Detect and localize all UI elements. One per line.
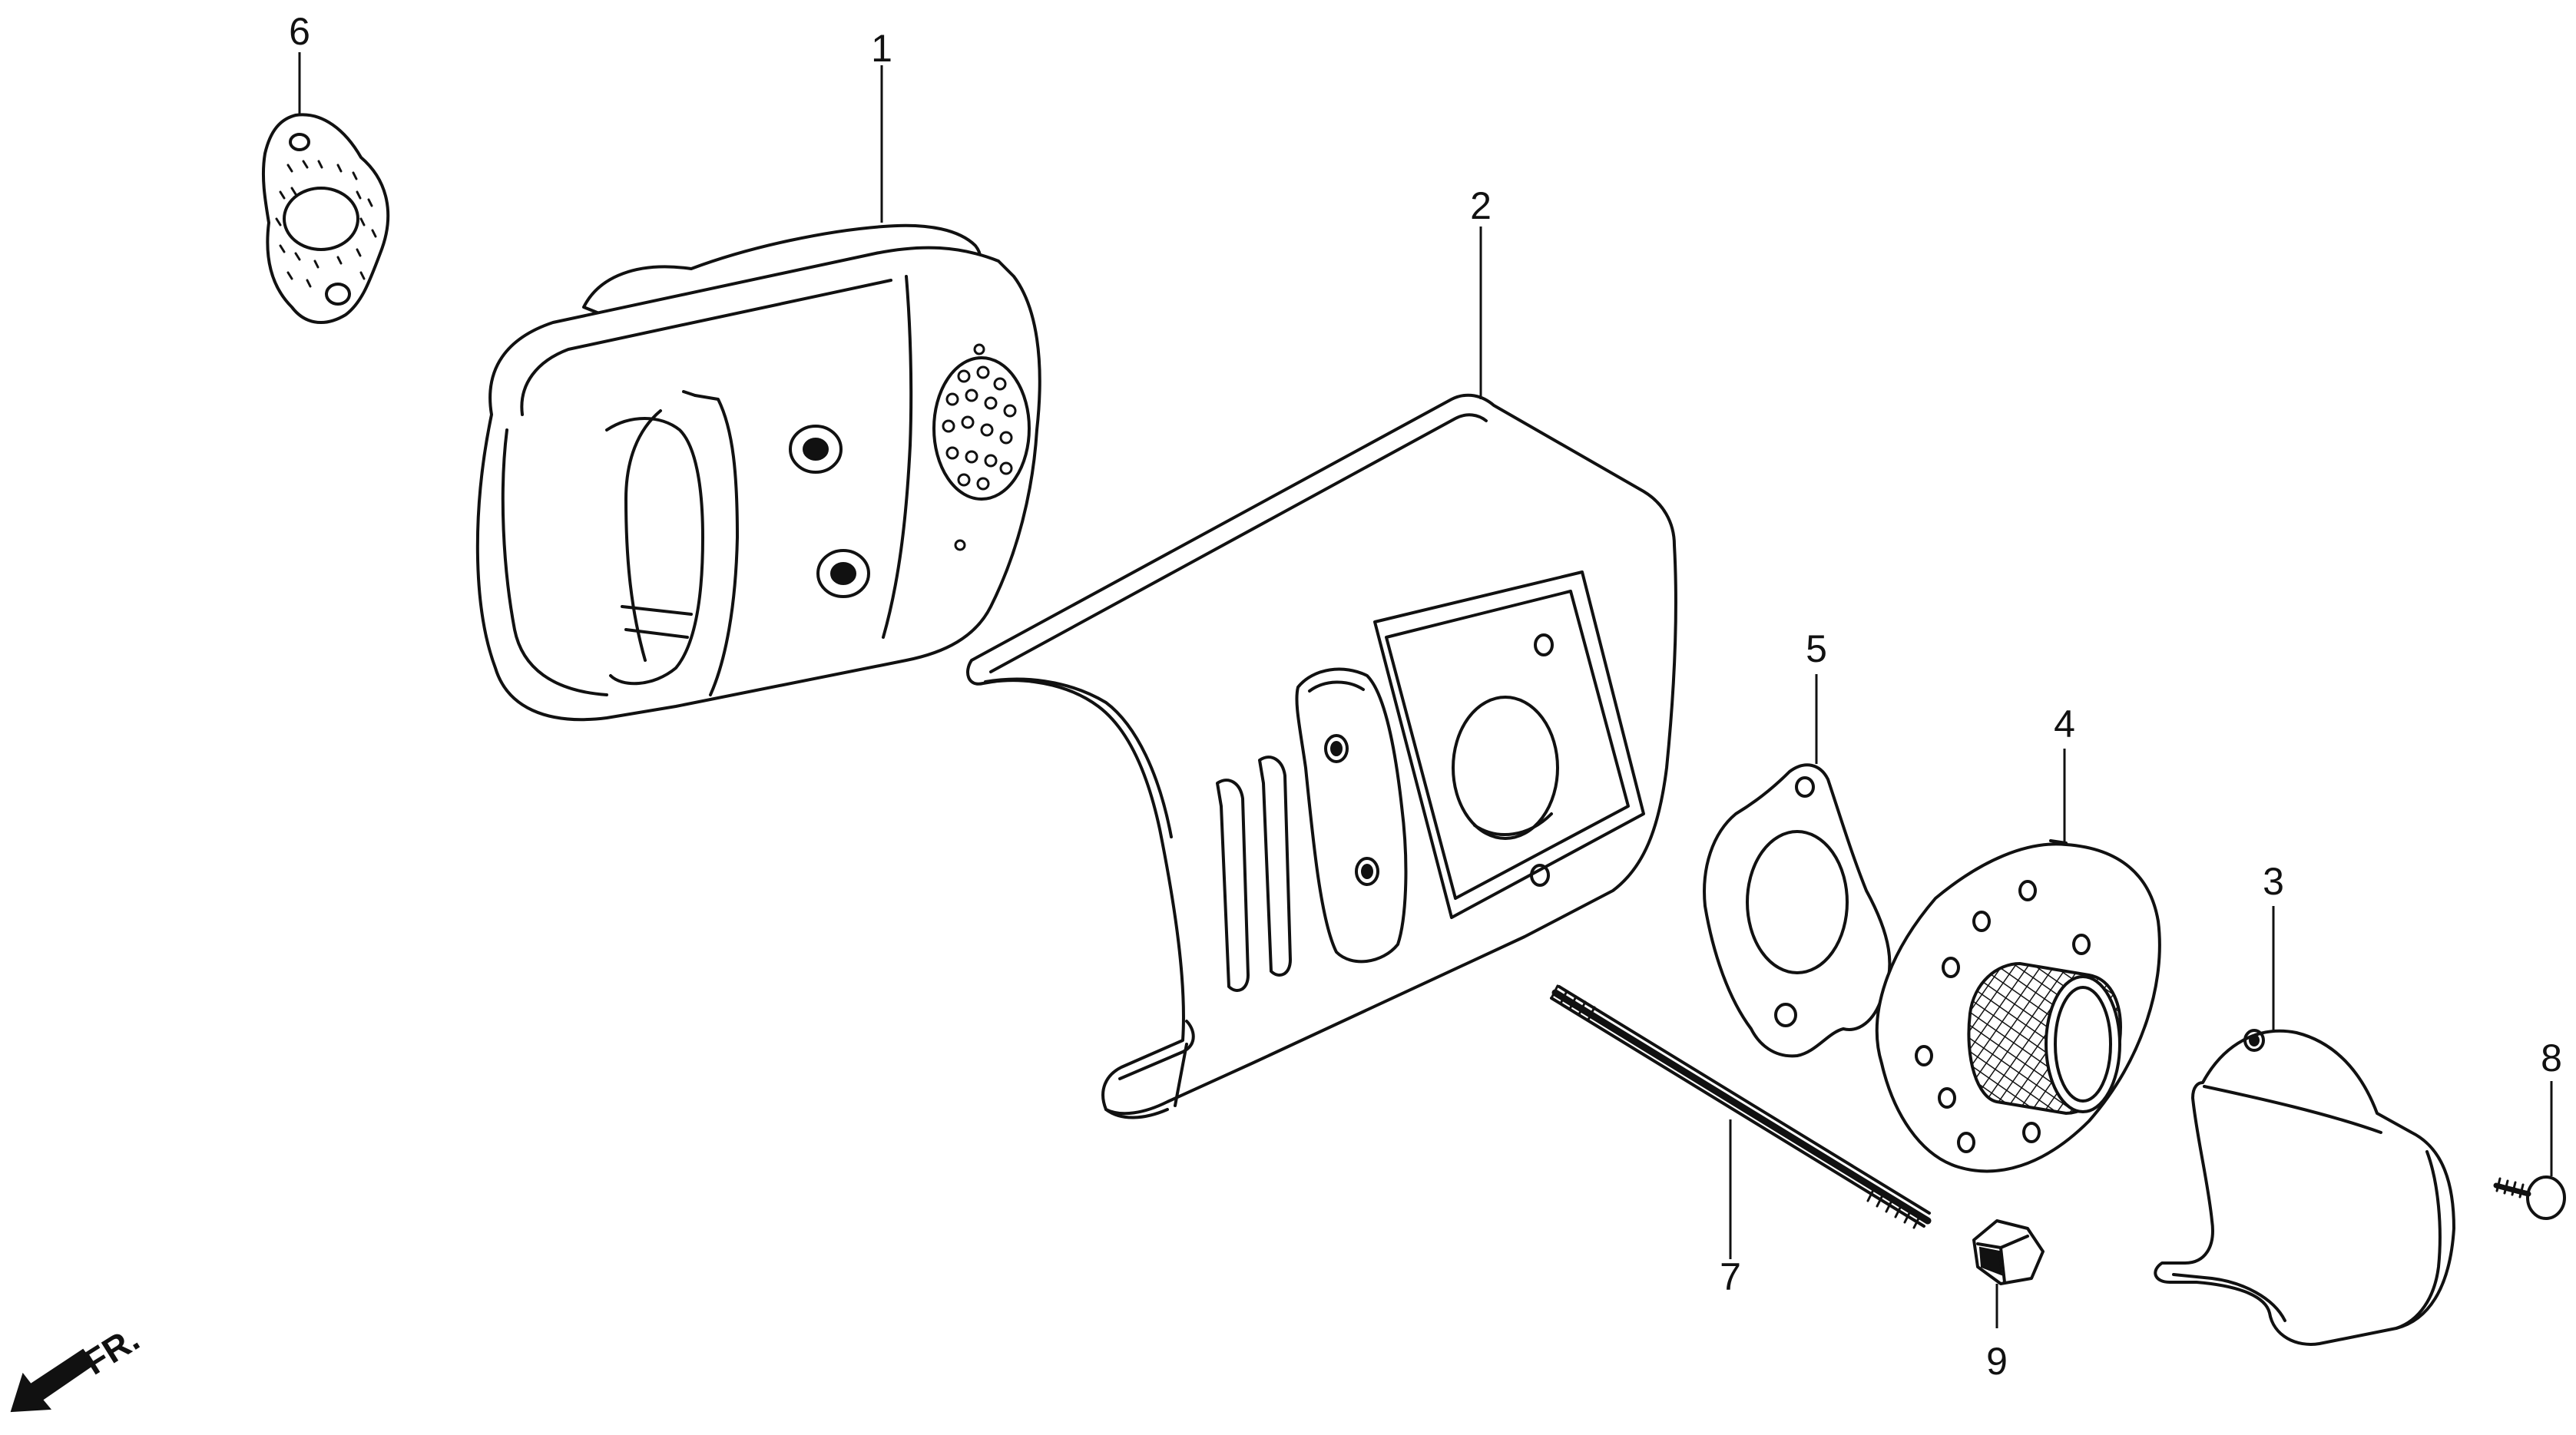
direction-label: FR. <box>77 1318 146 1382</box>
front-direction-indicator: FR. <box>10 1318 146 1413</box>
part-2-muffler-protector <box>966 393 1677 1119</box>
part-7-stud-bolt <box>1550 984 1932 1229</box>
gasket-texture <box>275 160 377 288</box>
part-1-muffler <box>475 223 1041 722</box>
muffler-outlet-holes <box>932 356 1031 501</box>
callout-6: 6 <box>289 10 310 53</box>
part-6-gasket <box>261 113 390 325</box>
callout-7: 7 <box>1720 1255 1741 1298</box>
callout-1: 1 <box>871 27 892 70</box>
callout-9: 9 <box>1986 1340 2008 1383</box>
part-5-gasket <box>1703 763 1892 1058</box>
direction-arrow-icon <box>10 1348 95 1413</box>
callout-numbers: 1 2 3 4 5 6 7 8 9 <box>289 10 2562 1383</box>
part-8-screw <box>2493 1175 2566 1220</box>
part-9-nut <box>1972 1219 2045 1285</box>
callout-3: 3 <box>2263 860 2284 903</box>
part-3-outlet-deflector <box>2154 1029 2455 1346</box>
stud-thread-marks <box>1550 984 1922 1229</box>
callout-8: 8 <box>2541 1037 2562 1080</box>
callout-5: 5 <box>1806 627 1827 670</box>
callout-2: 2 <box>1470 184 1492 227</box>
part-4-spark-arrester <box>1875 839 2161 1173</box>
leader-lines <box>298 52 2553 1328</box>
callout-4: 4 <box>2054 703 2075 746</box>
